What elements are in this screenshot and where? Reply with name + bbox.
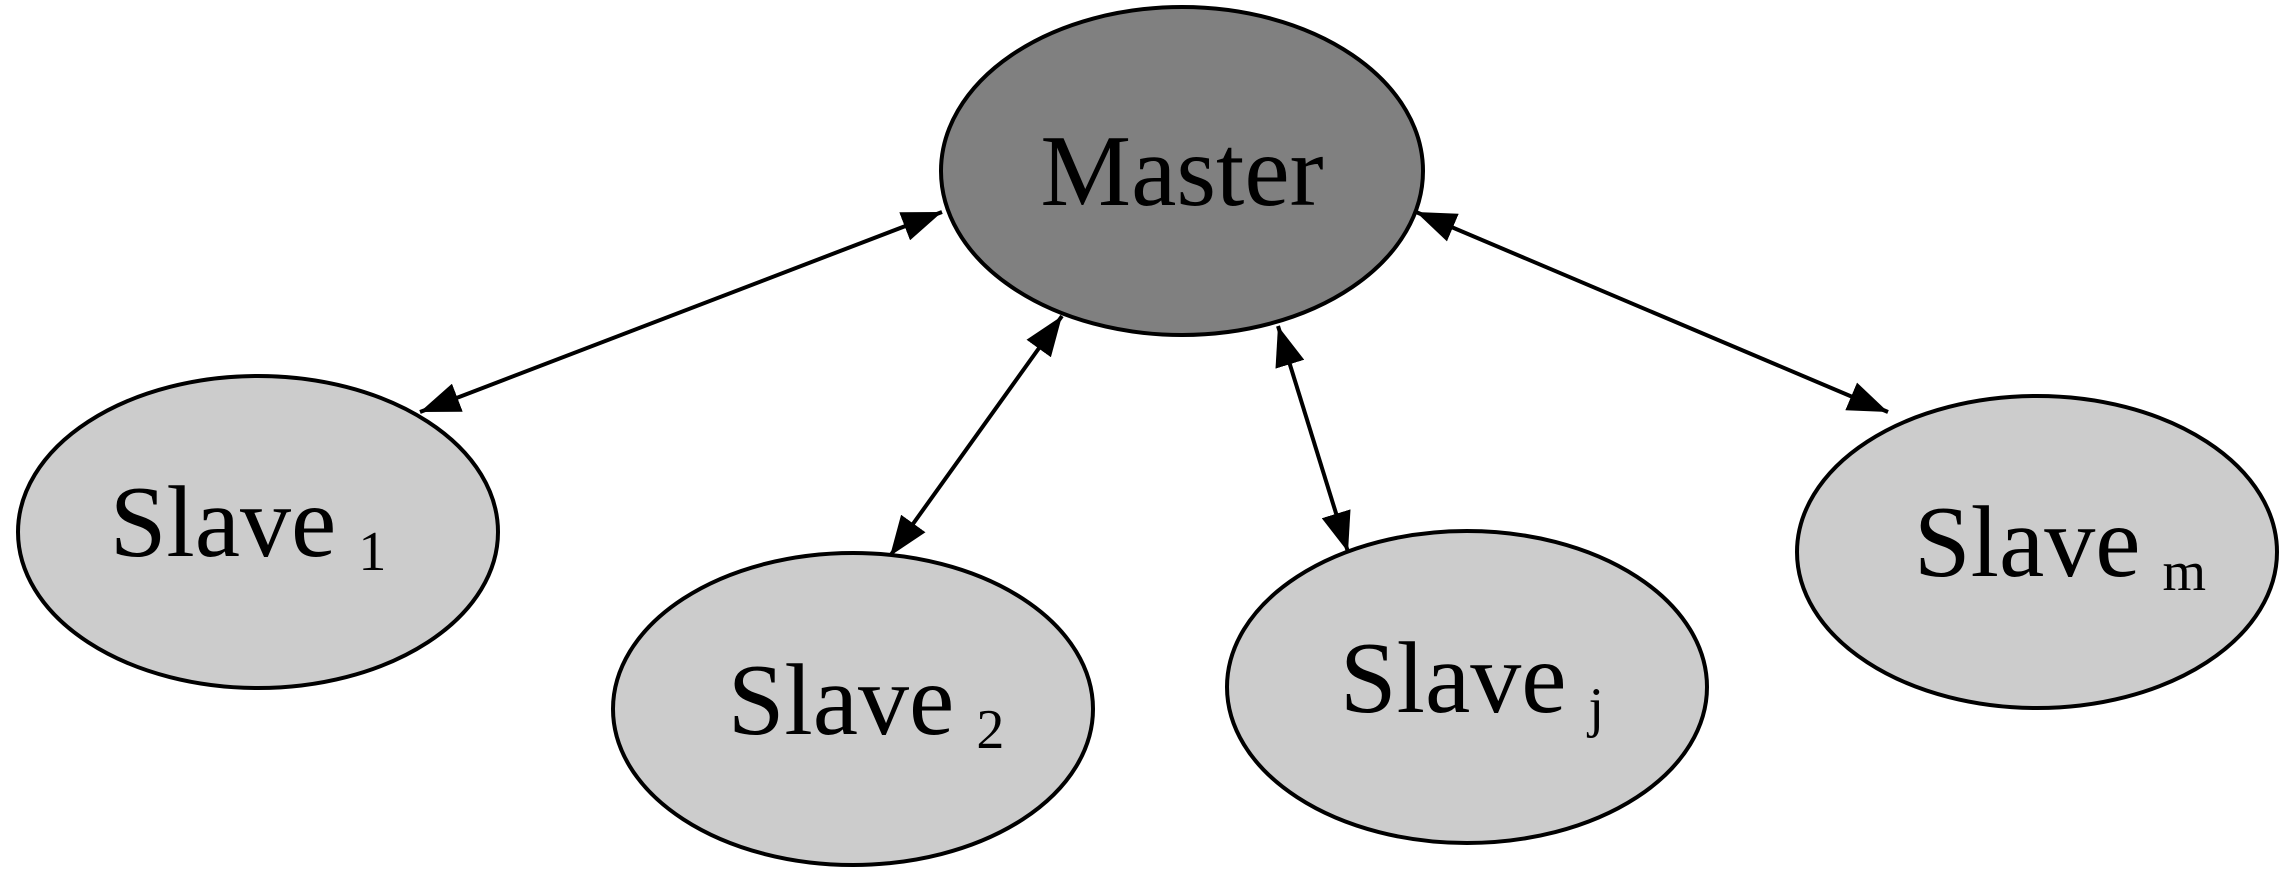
master-node: Master xyxy=(939,5,1425,337)
slave-j-ellipse xyxy=(1225,529,1709,845)
slave-1-label: Slave 1 xyxy=(110,466,387,583)
edges xyxy=(419,210,1889,558)
master-label: Master xyxy=(1040,115,1323,228)
slave-1-main-text: Slave xyxy=(110,466,337,579)
slave-m-main-text: Slave xyxy=(1914,486,2141,599)
edge-master-slave-2 xyxy=(888,314,1064,558)
slave-1-node: Slave 1 xyxy=(16,374,500,690)
slave-2-node: Slave 2 xyxy=(611,551,1095,867)
slave-m-ellipse xyxy=(1795,394,2279,710)
slave-1-subscript: 1 xyxy=(358,521,386,583)
master-ellipse xyxy=(939,5,1425,337)
slave-2-ellipse xyxy=(611,551,1095,867)
slave-2-subscript: 2 xyxy=(976,699,1004,761)
slave-m-subscript: m xyxy=(2163,541,2207,603)
edge-master-slave-j xyxy=(1275,325,1351,553)
edge-master-slave-m xyxy=(1415,210,1889,414)
slave-2-label: Slave 2 xyxy=(728,644,1005,761)
edge-master-slave-1 xyxy=(419,210,943,414)
slave-2-main-text: Slave xyxy=(728,644,955,757)
slave-1-ellipse xyxy=(16,374,500,690)
slave-j-subscript: j xyxy=(1587,677,1605,739)
slave-j-main-text: Slave xyxy=(1340,622,1567,735)
